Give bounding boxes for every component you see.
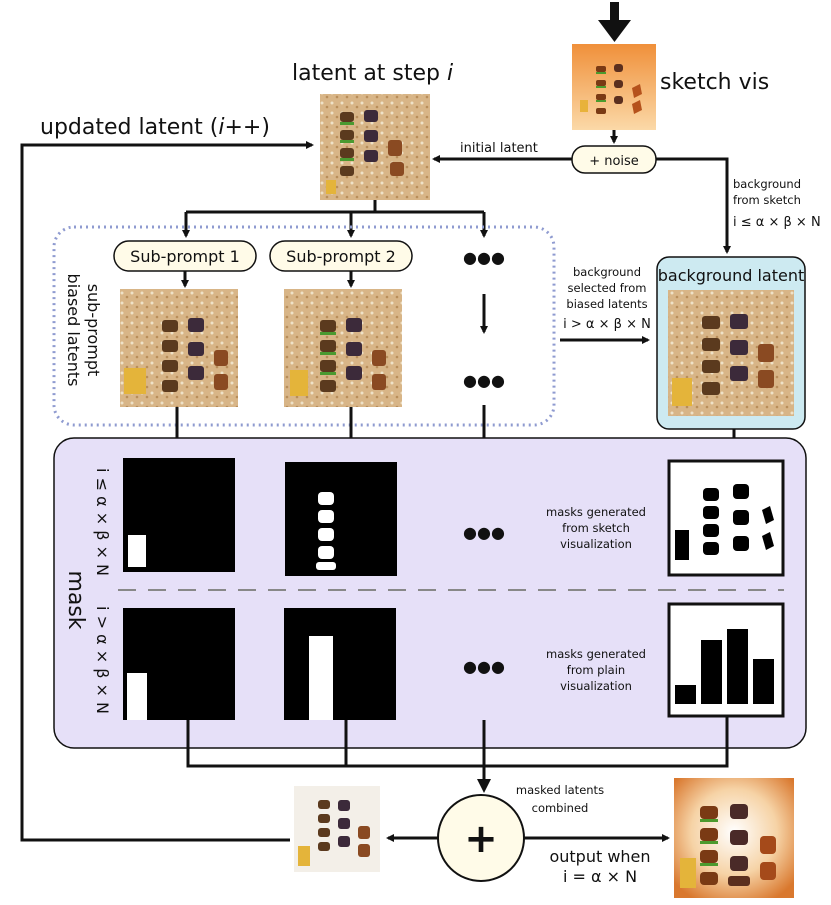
svg-text:Sub-prompt 1: Sub-prompt 1 (130, 247, 240, 266)
sub-prompt-region (52, 225, 556, 427)
mask-label: mask (63, 570, 88, 629)
sub-prompt-1-pill: Sub-prompt 1 (113, 240, 257, 272)
output-when-line2: i = α × N (563, 867, 637, 886)
sketch-vis-label: sketch vis (660, 70, 769, 95)
plain-mask-bar-1 (675, 685, 696, 704)
background-latent-label: background latent (658, 266, 805, 285)
sketch-food-items (580, 64, 642, 114)
output-image (674, 778, 794, 898)
cond-gt-label: i > α × β × N (93, 606, 112, 714)
sub-prompt-side-label: sub-prompt biased latents (64, 274, 103, 387)
combine-node: + (437, 794, 525, 882)
svg-text:biased latents: biased latents (64, 274, 83, 387)
updated-latent-label: updated latent (i++) (40, 115, 270, 140)
initial-latent-label: initial latent (460, 141, 538, 156)
masks-sketch-line2: from sketch (562, 521, 630, 535)
bg-selected-line3: biased latents (566, 297, 647, 311)
biased-latent-1 (120, 289, 238, 407)
plain-mask-2 (284, 608, 396, 720)
masks-sketch-line3: visualization (560, 537, 632, 551)
sub-prompt-ellipsis: ●●● (463, 248, 505, 267)
sketch-mask-ellipsis: ●●● (463, 523, 505, 542)
biased-latent-2 (284, 289, 402, 407)
combined-latent-image (294, 786, 380, 872)
masks-plain-line1: masks generated (546, 647, 646, 661)
bg-selected-line2: selected from (568, 281, 647, 295)
background-latent-panel: background latent (656, 256, 806, 430)
plain-mask-bar-4 (753, 659, 774, 704)
masks-sketch-line1: masks generated (546, 505, 646, 519)
plain-mask-bar-2 (701, 640, 722, 704)
plain-mask-ellipsis: ●●● (463, 657, 505, 676)
plain-mask-1-bar (127, 673, 147, 720)
bg-selected-cond: i > α × β × N (563, 317, 651, 332)
cond-le-label: i ≤ α × β × N (93, 468, 112, 576)
plain-mask-combined (667, 602, 785, 718)
svg-text:Sub-prompt 2: Sub-prompt 2 (286, 247, 396, 266)
masks-plain-line2: from plain (567, 663, 625, 677)
input-arrow (598, 2, 631, 42)
masked-combined-line2: combined (532, 801, 589, 815)
plain-mask-1 (123, 608, 235, 720)
plain-mask-2-bar (309, 636, 333, 720)
sketch-mask-1 (123, 458, 235, 572)
latent-at-step-label: latent at step i (292, 61, 453, 86)
noise-label: + noise (589, 154, 639, 169)
biased-ellipsis: ●●● (463, 371, 505, 390)
masks-plain-line3: visualization (560, 679, 632, 693)
noise-node: + noise (571, 145, 657, 174)
output-when-line1: output when (549, 847, 650, 866)
plus-sign: + (464, 816, 498, 862)
sketch-mask-2 (285, 462, 397, 576)
svg-text:sub-prompt: sub-prompt (84, 284, 103, 377)
sketch-mask-combined (667, 459, 785, 577)
bg-selected-line1: background (573, 265, 641, 279)
latent-image (320, 94, 430, 200)
bg-from-sketch-cond: i ≤ α × β × N (733, 215, 821, 230)
sub-prompt-2-pill: Sub-prompt 2 (269, 240, 413, 272)
plain-mask-bar-3 (727, 629, 748, 704)
mask-panel (53, 437, 807, 749)
sketch-vis-image (572, 44, 656, 130)
bg-from-sketch-line2: from sketch (733, 193, 801, 207)
masked-combined-line1: masked latents (516, 783, 604, 797)
bg-from-sketch-line1: background (733, 177, 801, 191)
